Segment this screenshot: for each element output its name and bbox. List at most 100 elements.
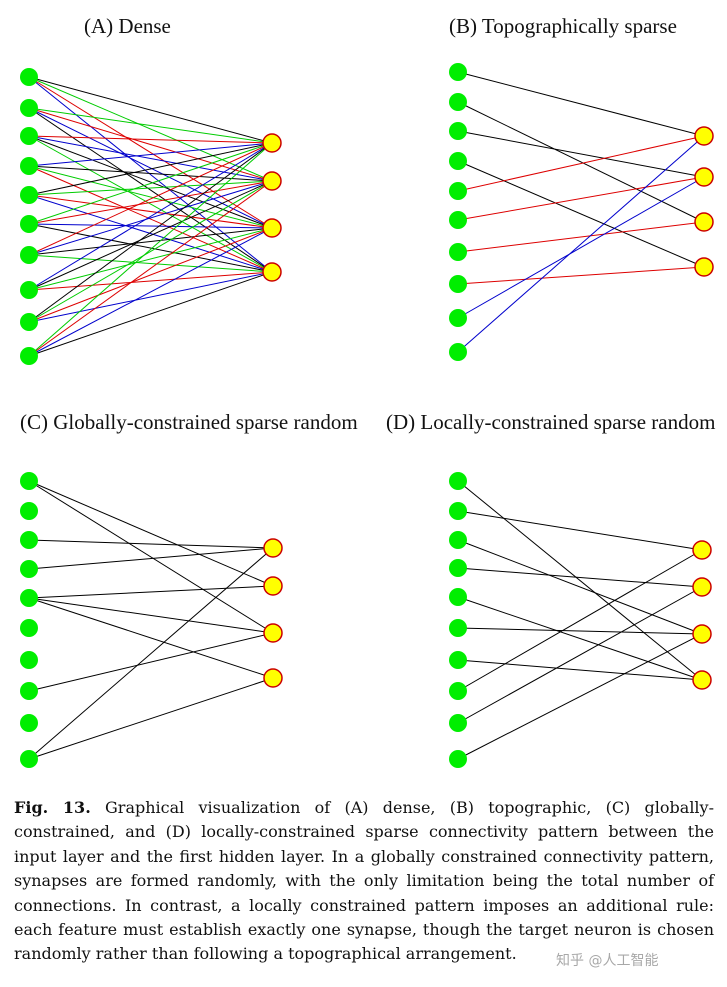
panel-title-d: (D) Locally-constrained sparse random [386, 410, 716, 434]
input-node-b-0 [449, 63, 467, 81]
hidden-node-c-2 [263, 623, 283, 643]
connection-a-29 [28, 180, 273, 291]
input-node-c-4 [20, 589, 38, 607]
input-node-d-3 [449, 559, 467, 577]
hidden-node-d-0 [692, 540, 712, 560]
connection-c-8 [28, 547, 274, 760]
connection-d-0 [457, 480, 703, 681]
connection-b-7 [457, 266, 705, 285]
input-node-b-6 [449, 243, 467, 261]
input-node-b-4 [449, 182, 467, 200]
connection-a-30 [28, 227, 273, 291]
input-node-a-3 [20, 157, 38, 175]
connection-a-6 [28, 107, 273, 229]
connection-a-37 [28, 180, 273, 357]
hidden-node-a-0 [262, 133, 282, 153]
hidden-node-a-2 [262, 218, 282, 238]
input-node-d-9 [449, 750, 467, 768]
input-node-d-2 [449, 531, 467, 549]
input-node-c-8 [20, 714, 38, 732]
connection-a-10 [28, 135, 273, 229]
panel-a-network [20, 68, 282, 365]
input-node-c-0 [20, 472, 38, 490]
panel-title-b: (B) Topographically sparse [449, 14, 677, 38]
connection-a-35 [28, 271, 273, 323]
input-node-d-1 [449, 502, 467, 520]
hidden-node-c-3 [263, 668, 283, 688]
input-node-a-2 [20, 127, 38, 145]
connection-a-31 [28, 271, 273, 291]
input-node-d-4 [449, 588, 467, 606]
hidden-node-d-2 [692, 624, 712, 644]
hidden-node-b-2 [694, 212, 714, 232]
connection-d-2 [457, 539, 703, 635]
panel-title-a: (A) Dense [84, 14, 171, 38]
connection-a-19 [28, 194, 273, 273]
connection-c-5 [28, 597, 274, 634]
watermark: 知乎 @人工智能 [556, 953, 659, 969]
connection-a-18 [28, 194, 273, 229]
hidden-node-d-3 [692, 670, 712, 690]
input-node-c-2 [20, 531, 38, 549]
connection-d-6 [457, 659, 703, 681]
connection-a-26 [28, 227, 273, 256]
input-node-b-2 [449, 122, 467, 140]
connection-a-14 [28, 165, 273, 229]
connection-d-9 [457, 633, 703, 760]
connection-c-6 [28, 597, 274, 679]
connectivity-diagram [20, 63, 714, 768]
connection-b-1 [457, 101, 705, 223]
connection-d-4 [457, 596, 703, 681]
input-node-a-5 [20, 215, 38, 233]
input-node-c-9 [20, 750, 38, 768]
connection-a-25 [28, 180, 273, 256]
hidden-node-c-0 [263, 538, 283, 558]
input-node-c-5 [20, 619, 38, 637]
panel-b-network [449, 63, 714, 361]
connection-b-6 [457, 221, 705, 253]
hidden-node-b-0 [694, 126, 714, 146]
connection-a-3 [28, 76, 273, 273]
connection-a-28 [28, 142, 273, 291]
connection-b-4 [457, 135, 705, 192]
connection-a-0 [28, 76, 273, 144]
connection-a-16 [28, 142, 273, 196]
connection-b-0 [457, 71, 705, 137]
input-node-b-5 [449, 211, 467, 229]
connection-a-8 [28, 135, 273, 144]
input-node-a-9 [20, 347, 38, 365]
input-node-d-6 [449, 651, 467, 669]
connection-d-3 [457, 567, 703, 588]
figure-caption: Fig. 13. Graphical visualization of (A) … [14, 796, 714, 967]
panel-c-network [20, 472, 283, 768]
connection-a-27 [28, 254, 273, 273]
connection-a-39 [28, 271, 273, 357]
connection-a-21 [28, 180, 273, 225]
hidden-node-d-1 [692, 577, 712, 597]
input-node-b-9 [449, 343, 467, 361]
connection-c-0 [28, 480, 274, 587]
hidden-node-b-3 [694, 257, 714, 277]
connection-a-4 [28, 107, 273, 144]
connection-a-24 [28, 142, 273, 256]
connection-a-32 [28, 142, 273, 323]
connection-b-9 [457, 135, 705, 353]
input-node-d-0 [449, 472, 467, 490]
connection-c-1 [28, 480, 274, 634]
hidden-node-b-1 [694, 167, 714, 187]
connection-b-3 [457, 160, 705, 268]
caption-label: Fig. 13. [14, 798, 91, 817]
connection-c-7 [28, 632, 274, 692]
input-node-a-4 [20, 186, 38, 204]
connection-c-2 [28, 539, 274, 549]
input-node-b-7 [449, 275, 467, 293]
connection-c-9 [28, 677, 274, 760]
connection-a-23 [28, 223, 273, 273]
connection-a-17 [28, 180, 273, 196]
connection-d-8 [457, 586, 703, 724]
input-node-a-6 [20, 246, 38, 264]
connection-c-3 [28, 547, 274, 570]
connection-a-9 [28, 135, 273, 182]
connection-b-8 [457, 176, 705, 319]
hidden-node-c-1 [263, 576, 283, 596]
